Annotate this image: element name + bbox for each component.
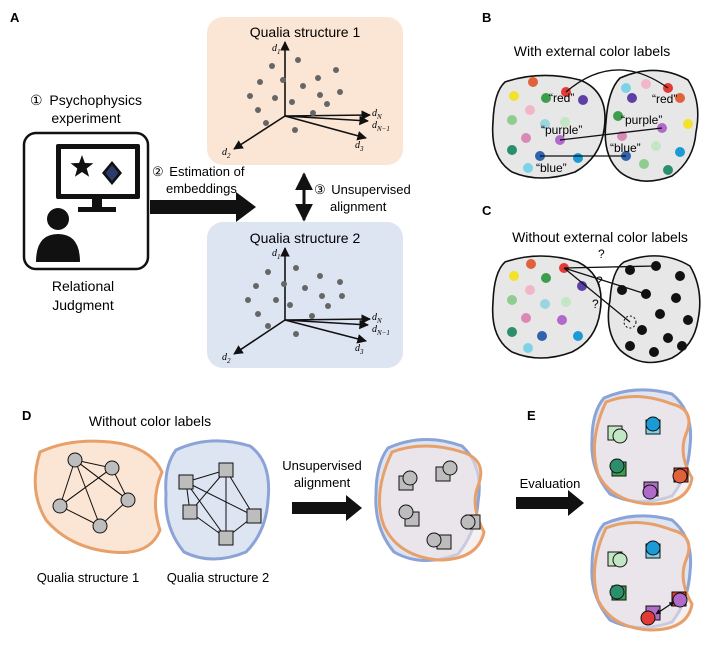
- aligned-points: [398, 460, 481, 550]
- embedding-points-1: [247, 57, 343, 133]
- star-icon: [70, 155, 94, 177]
- panel-label-a: A: [10, 10, 20, 25]
- panel-e-arrow: [516, 490, 584, 516]
- step3-line1: Unsupervised: [331, 182, 411, 197]
- eval-2-points: [607, 540, 688, 626]
- panel-e-arrow-label: Evaluation: [520, 476, 581, 491]
- step1-heading: ① Psychophysics: [30, 92, 142, 108]
- qualia-2-nodes: [178, 462, 262, 546]
- qualia-2-shape: [164, 439, 271, 561]
- axis-dN-minus-1-label: dN−1: [372, 120, 390, 133]
- panel-c-question-3: ?: [592, 297, 599, 311]
- panel-d-caption-1: Qualia structure 1: [37, 570, 140, 585]
- panel-c-links: [563, 265, 657, 323]
- axis2-dN-minus-1-label: dN−1: [372, 324, 390, 337]
- panel-c-blob-right: [607, 255, 701, 364]
- qualia-1-shape: [33, 439, 164, 555]
- axis2-d2-label: d2: [222, 352, 231, 365]
- eval-1-orange-shape: [592, 394, 694, 506]
- panel-label-b: B: [482, 10, 491, 25]
- panel-b-label-blue-right: “blue”: [610, 141, 641, 155]
- panel-b-label-purple-right: “purple”: [621, 113, 662, 127]
- panel-d-caption-2: Qualia structure 2: [167, 570, 270, 585]
- step2-heading: ② Estimation of: [152, 164, 245, 179]
- axis-d2-label: d2: [222, 147, 231, 160]
- panel-b-right-points: [613, 79, 693, 175]
- step2-arrow: [150, 192, 256, 222]
- panel-label-e: E: [527, 408, 536, 423]
- axes-2: [233, 247, 371, 355]
- panel-c-unknown-point: [623, 315, 637, 329]
- qualia-structure-1-title: Qualia structure 1: [250, 24, 361, 40]
- panel-b-label-blue-left: “blue”: [536, 161, 567, 175]
- step3-heading: ③ Unsupervised: [314, 182, 411, 197]
- axis2-d3-label: d3: [355, 343, 364, 356]
- embedding-points-2: [245, 265, 345, 337]
- step2-line2: embeddings: [166, 181, 237, 196]
- panel-b-title: With external color labels: [514, 43, 670, 59]
- panel-d-arrow: [292, 495, 362, 521]
- experiment-illustration: [22, 131, 150, 271]
- axis-dN-label: dN: [372, 108, 382, 121]
- axis-d3-label: d3: [355, 140, 364, 153]
- qualia-structure-2-box: [207, 222, 403, 368]
- axis-d1-label: d1: [272, 43, 281, 56]
- panel-b-label-purple-left: “purple”: [541, 123, 582, 137]
- step2-number: ②: [152, 164, 164, 179]
- qualia-structure-2-title: Qualia structure 2: [250, 230, 361, 246]
- bottom-label-line1: Relational: [52, 278, 114, 294]
- eval-2-mismatch-arrow: [655, 601, 675, 615]
- qualia-1-nodes: [52, 452, 136, 534]
- panel-c-title: Without external color labels: [512, 229, 688, 245]
- step2-line1: Estimation of: [169, 164, 245, 179]
- panel-b-label-red-right: “red”: [652, 92, 677, 106]
- monitor-icon: [56, 144, 140, 212]
- step1-line2: experiment: [51, 110, 120, 126]
- axis2-dN-label: dN: [372, 312, 382, 325]
- panel-c-question-1: ?: [598, 247, 605, 261]
- eval-1-points: [607, 416, 689, 500]
- step1-number: ①: [30, 92, 43, 108]
- panel-b-label-red-left: “red”: [549, 91, 574, 105]
- panel-label-d: D: [22, 408, 31, 423]
- bottom-label-line2: Judgment: [52, 297, 114, 313]
- axis2-d1-label: d1: [272, 248, 281, 261]
- panel-b-links: [540, 69, 669, 157]
- panel-d-title: Without color labels: [89, 413, 211, 429]
- panel-d-arrow-line2: alignment: [294, 475, 351, 490]
- person-icon: [36, 208, 80, 262]
- panel-c-question-2: ?: [596, 274, 603, 288]
- step3-number: ③: [314, 182, 326, 197]
- panel-label-c: C: [482, 203, 492, 218]
- qualia-structure-1-box: [207, 17, 403, 165]
- step1-line1: Psychophysics: [49, 92, 142, 108]
- step3-line2: alignment: [330, 199, 387, 214]
- panel-d-arrow-line1: Unsupervised: [282, 458, 362, 473]
